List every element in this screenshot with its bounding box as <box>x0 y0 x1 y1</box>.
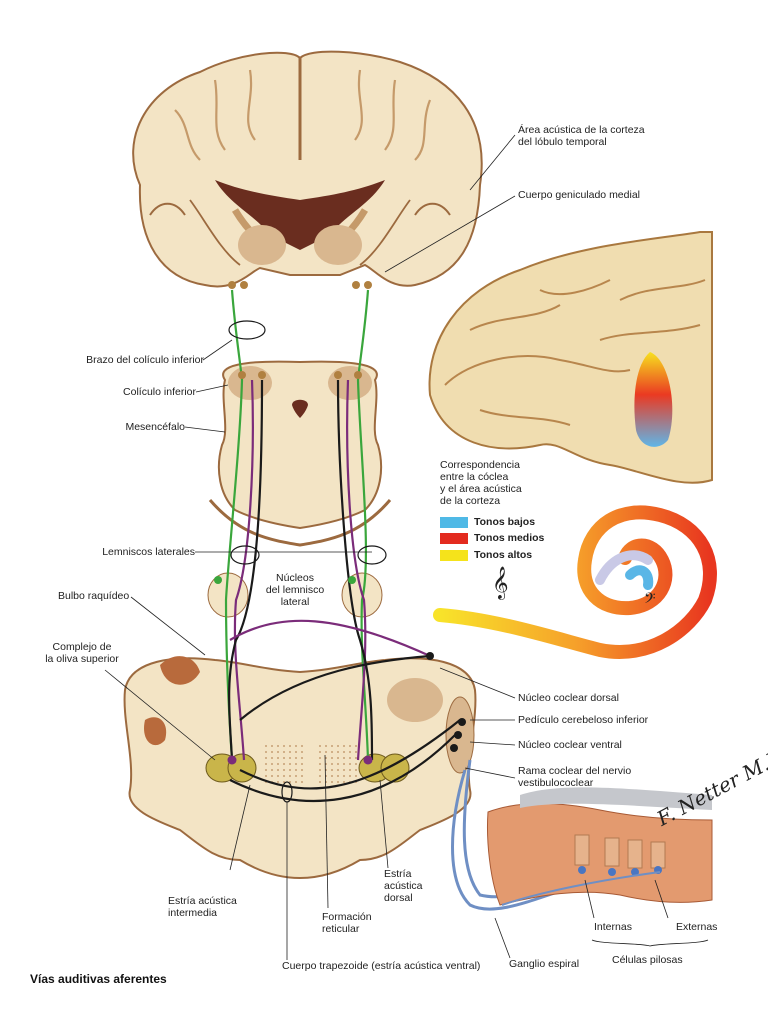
legend-item-tonos-bajos: Tonos bajos <box>440 515 535 529</box>
label-estria-dorsal: Estría acústica dorsal <box>384 868 423 904</box>
treble-clef-icon: 𝄞 <box>492 566 509 599</box>
label-oliva: Complejo de la oliva superior <box>32 641 132 665</box>
legend-heading-line3: y el área acústica <box>440 483 522 495</box>
label-nucleos-line1: Núcleos <box>276 572 314 584</box>
legend-swatch-yellow <box>440 549 468 561</box>
label-ganglio-espiral: Ganglio espiral <box>509 958 580 970</box>
legend-label-tonos-medios: Tonos medios <box>474 532 545 544</box>
label-area-acustica-line1: Área acústica de la corteza <box>518 124 645 136</box>
label-nucleos-line2: del lemnisco <box>265 584 325 596</box>
label-brazo-coliculo: Brazo del colículo inferior <box>86 354 204 366</box>
label-internas: Internas <box>594 921 632 933</box>
label-celulas-pilosas: Células pilosas <box>612 954 683 966</box>
cerebrum-section <box>132 50 483 288</box>
label-estria-int-line2: intermedia <box>168 907 218 919</box>
label-cuerpo-trapezoide: Cuerpo trapezoide (estría acústica ventr… <box>282 960 481 972</box>
cochlea-spiral <box>433 505 717 659</box>
medulla-section <box>123 656 477 880</box>
legend-item-tonos-medios: Tonos medios <box>440 531 544 545</box>
label-externas: Externas <box>676 921 718 933</box>
label-coclear-ventral: Núcleo coclear ventral <box>518 739 622 751</box>
label-rama-line1: Rama coclear del nervio <box>518 765 632 777</box>
label-pediculo: Pedículo cerebeloso inferior <box>518 714 649 726</box>
legend-label-tonos-bajos: Tonos bajos <box>474 516 536 528</box>
label-rama-line2: vestibulococlear <box>518 777 594 789</box>
legend-label-tonos-altos: Tonos altos <box>474 549 533 561</box>
label-coclear-dorsal: Núcleo coclear dorsal <box>518 692 619 704</box>
lateral-brain <box>428 231 713 484</box>
label-rama-coclear: Rama coclear del nervio vestibulococlear <box>518 765 631 789</box>
label-oliva-line2: la oliva superior <box>45 653 119 665</box>
legend-heading-line2: entre la cóclea <box>440 471 509 483</box>
label-estria-dorsal-line3: dorsal <box>384 892 413 904</box>
label-formacion-line2: reticular <box>322 923 360 935</box>
legend-swatch-red <box>440 532 468 544</box>
label-oliva-line1: Complejo de <box>52 641 112 653</box>
label-mesencefalo: Mesencéfalo <box>125 421 185 433</box>
bass-clef-icon: 𝄢 <box>644 590 656 611</box>
label-nucleos-line3: lateral <box>280 596 310 608</box>
label-nucleos-lemnisco: Núcleos del lemnisco lateral <box>255 572 335 608</box>
label-formacion-reticular: Formación reticular <box>322 911 372 935</box>
label-formacion-line1: Formación <box>322 911 372 923</box>
label-estria-dorsal-line2: acústica <box>384 880 423 892</box>
fiber-nodes <box>214 281 466 765</box>
legend-swatch-blue <box>440 516 468 528</box>
leader-lines <box>104 134 709 960</box>
label-area-acustica-line2: del lóbulo temporal <box>518 136 607 148</box>
label-bulbo: Bulbo raquídeo <box>58 590 130 602</box>
label-estria-dorsal-line1: Estría <box>384 868 412 880</box>
organ-of-corti <box>487 787 713 906</box>
legend-item-tonos-altos: Tonos altos <box>440 548 532 562</box>
label-area-acustica: Área acústica de la corteza del lóbulo t… <box>518 124 645 148</box>
label-lemniscos: Lemniscos laterales <box>102 546 195 558</box>
auditory-fibers <box>189 199 641 911</box>
label-estria-int-line1: Estría acústica <box>168 895 237 907</box>
legend-heading: Correspondencia entre la cóclea y el áre… <box>440 459 522 507</box>
legend-heading-line1: Correspondencia <box>440 459 520 471</box>
label-coliculo-inferior: Colículo inferior <box>123 386 196 398</box>
label-estria-intermedia: Estría acústica intermedia <box>168 895 237 919</box>
legend-heading-line4: de la corteza <box>440 495 501 507</box>
label-cuerpo-geniculado: Cuerpo geniculado medial <box>518 189 640 201</box>
figure-title: Vías auditivas aferentes <box>30 972 167 986</box>
